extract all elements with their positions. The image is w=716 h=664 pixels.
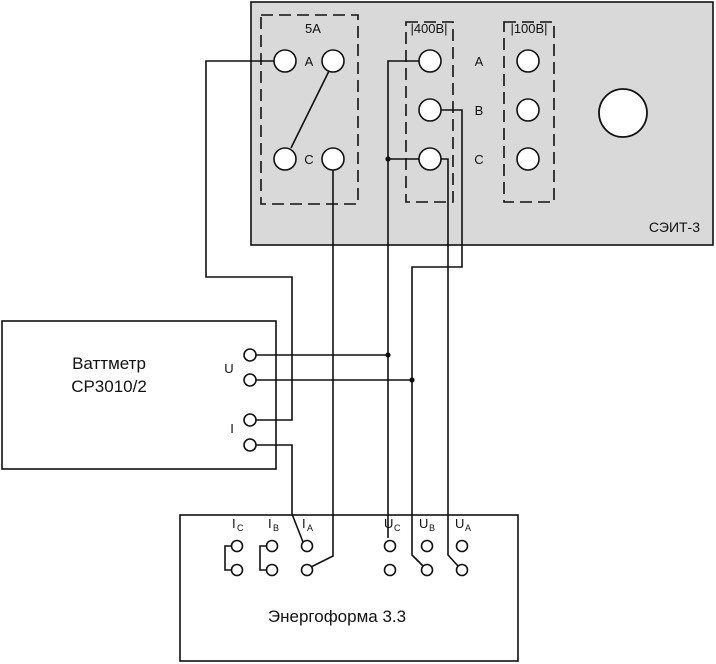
energoforma-ib2-terminal[interactable] <box>265 563 279 577</box>
energoforma-ub1-terminal[interactable] <box>420 539 434 553</box>
energoforma-ub2-terminal[interactable] <box>420 563 434 577</box>
svg-text:A: A <box>307 523 313 533</box>
seit-name: СЭИТ-3 <box>649 219 700 235</box>
energoforma-title: Энергоформа 3.3 <box>268 607 406 626</box>
group-400v-frame <box>405 21 454 203</box>
svg-text:C: C <box>394 523 401 533</box>
energoforma-ua2-terminal[interactable] <box>455 563 469 577</box>
wattmeter-i2-terminal[interactable] <box>243 438 257 452</box>
wire-400v-b-to-wattmeter-u2 <box>256 109 463 381</box>
wattmeter-title-line1: Ваттметр <box>72 354 146 373</box>
wattmeter-label-i: I <box>230 421 234 436</box>
wire-400v-c-to-ua <box>441 158 459 567</box>
junction-dot-u1 <box>385 352 391 358</box>
seit-400v-c-terminal[interactable] <box>418 147 442 171</box>
energoforma-ib1-terminal[interactable] <box>265 539 279 553</box>
energoforma-ua1-terminal[interactable] <box>455 539 469 553</box>
wattmeter-u2-terminal[interactable] <box>243 373 257 387</box>
energoforma-ic1-terminal[interactable] <box>230 539 244 553</box>
svg-text:U: U <box>419 516 428 531</box>
seit-5a-jumper <box>290 70 330 149</box>
svg-text:I: I <box>232 516 236 531</box>
energoforma-ia2-terminal[interactable] <box>300 563 314 577</box>
wire-5a-c-to-ia <box>310 170 334 568</box>
energoforma-ib-shunt <box>259 545 266 571</box>
wattmeter-title-line2: СР3010/2 <box>71 377 147 396</box>
wattmeter-i1-terminal[interactable] <box>243 413 257 427</box>
energoforma-ia1-terminal[interactable] <box>300 539 314 553</box>
group-5a-label: 5А <box>305 21 321 36</box>
svg-text:A: A <box>465 523 471 533</box>
wire-5a-a-to-wattmeter-i1 <box>205 60 293 421</box>
energoforma-box <box>179 514 519 662</box>
group-100v-label: |100В| <box>510 21 547 36</box>
energoforma-label-ub: U B <box>419 516 435 533</box>
energoforma-uc2-terminal[interactable] <box>383 563 397 577</box>
energoforma-ic-shunt <box>224 545 231 571</box>
seit-400v-b-terminal[interactable] <box>418 98 442 122</box>
seit-5a-a-in-terminal[interactable] <box>273 49 297 73</box>
wire-400v-b-to-ub <box>411 380 424 567</box>
seit-5a-label-c: С <box>304 152 313 167</box>
wire-400v-a-to-wattmeter-u1 <box>256 60 419 356</box>
svg-text:B: B <box>429 523 435 533</box>
junction-dot-u2 <box>409 377 415 383</box>
group-100v-frame <box>503 21 555 203</box>
svg-text:U: U <box>455 516 464 531</box>
svg-text:C: C <box>237 523 244 533</box>
svg-text:I: I <box>268 516 272 531</box>
wattmeter-label-u: U <box>224 361 233 376</box>
seit-100v-b-terminal[interactable] <box>516 98 540 122</box>
group-5a-frame <box>260 14 359 205</box>
seit-knob[interactable] <box>598 88 648 138</box>
svg-text:B: B <box>273 523 279 533</box>
seit-5a-label-a: А <box>305 54 314 69</box>
energoforma-label-ia: I A <box>302 516 313 533</box>
seit-label-b: В <box>475 103 484 118</box>
seit-label-c: С <box>474 152 483 167</box>
seit-400v-a-terminal[interactable] <box>418 49 442 73</box>
energoforma-label-ib: I B <box>268 516 279 533</box>
energoforma-label-ic: I C <box>232 516 244 533</box>
seit-5a-c-in-terminal[interactable] <box>273 147 297 171</box>
junction-dot-400v-c <box>385 156 391 162</box>
wattmeter-box <box>1 320 277 470</box>
seit-5a-a-out-terminal[interactable] <box>321 49 345 73</box>
seit-label-a: А <box>475 54 484 69</box>
group-400v-label: |400В| <box>410 21 447 36</box>
seit-5a-c-out-terminal[interactable] <box>321 147 345 171</box>
svg-text:I: I <box>302 516 306 531</box>
energoforma-ic2-terminal[interactable] <box>230 563 244 577</box>
wattmeter-u1-terminal[interactable] <box>243 348 257 362</box>
wire-wattmeter-i2-to-ia <box>256 444 304 543</box>
energoforma-label-ua: U A <box>455 516 471 533</box>
energoforma-uc1-terminal[interactable] <box>383 539 397 553</box>
seit-100v-c-terminal[interactable] <box>516 147 540 171</box>
seit-100v-a-terminal[interactable] <box>516 49 540 73</box>
